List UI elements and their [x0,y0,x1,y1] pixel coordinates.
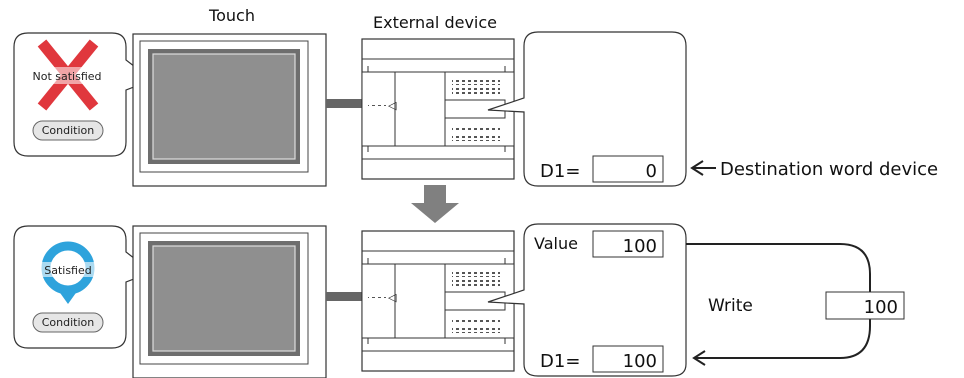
svg-text:◁: ◁ [388,291,397,304]
condition-button-after[interactable]: Condition [32,312,104,333]
down-arrow-icon [411,185,459,223]
svg-text:◁: ◁ [388,99,397,112]
d1-value-before: 0 [646,161,657,182]
d1-label-after: D1= [540,351,580,372]
value-field: 100 [623,236,657,257]
condition-callout-after: Satisfied Condition [13,225,154,349]
value-callout-after: Value 100 D1= 100 [487,223,687,377]
d1-value-after: 100 [623,351,657,372]
d1-label-before: D1= [540,161,580,182]
write-label: Write [708,296,753,316]
touch-panel-after [132,225,327,378]
condition-button-label: Condition [42,316,95,329]
plc-after: ◁ [361,230,515,372]
condition-button-before[interactable]: Condition [32,120,104,141]
condition-button-label: Condition [42,124,95,137]
before-row: Not satisfied Condition [13,31,938,187]
touch-header: Touch [208,6,255,25]
destination-pointer: Destination word device [690,159,938,180]
after-row: Satisfied Condition [13,223,905,378]
write-loop: 100 Write [686,243,905,366]
condition-callout-before: Not satisfied Condition [13,32,154,157]
cable-before [326,99,362,108]
value-label: Value [534,234,578,253]
plc-before: ◁ [361,38,515,180]
satisfied-label: Satisfied [44,264,92,277]
external-device-header: External device [373,13,497,32]
cable-after [326,292,362,301]
destination-caption: Destination word device [720,159,938,180]
write-value: 100 [864,297,898,318]
d1-callout-before: D1= 0 [487,31,687,187]
touch-panel-before [132,33,327,187]
not-satisfied-label: Not satisfied [32,70,101,83]
